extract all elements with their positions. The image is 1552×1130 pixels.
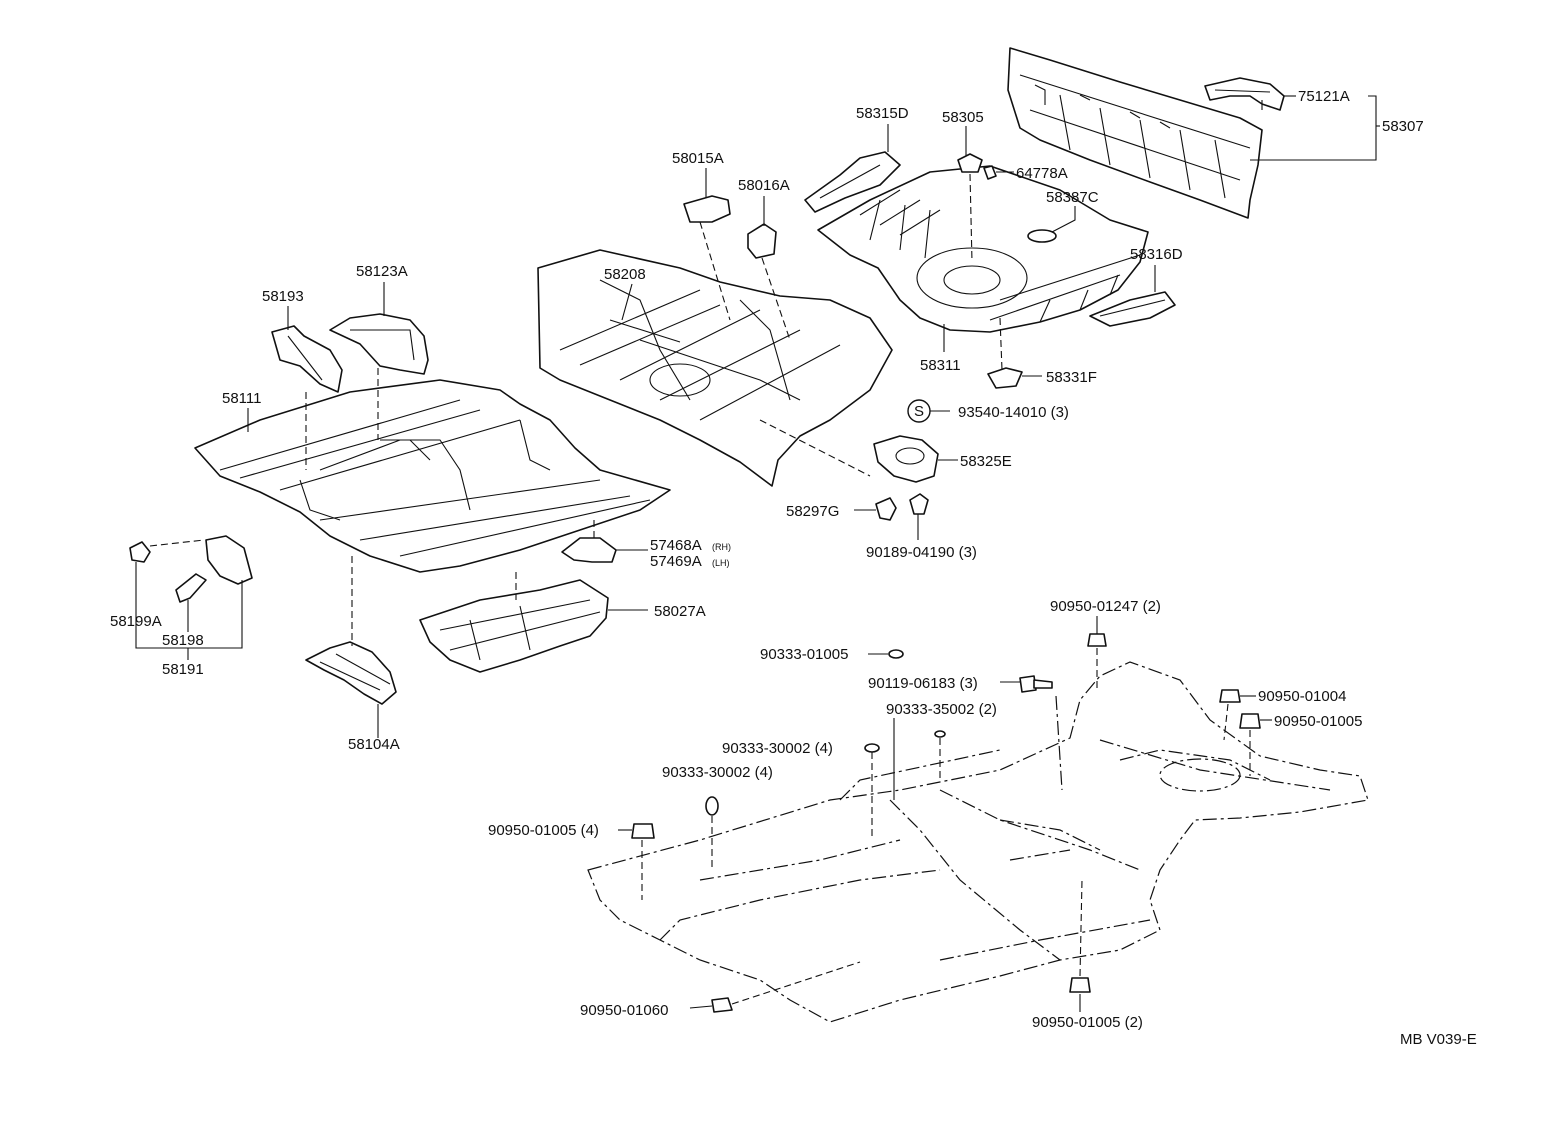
dash-58016A	[761, 257, 791, 341]
label-58123A: 58123A	[356, 263, 408, 280]
label-58307: 58307	[1382, 118, 1424, 135]
leader-58208	[621, 283, 633, 321]
label-57469A: 57469A	[650, 553, 702, 570]
bracket-58193	[271, 325, 343, 393]
dash-58331F	[999, 317, 1003, 371]
center-floor-58208	[537, 249, 893, 487]
label-90333-30002-a: 90333-30002 (4)	[722, 740, 833, 757]
washer-90333-01005	[888, 649, 904, 659]
plug-90950-01060	[711, 997, 733, 1013]
label-58104A: 58104A	[348, 736, 400, 753]
crossmember-58104A	[305, 641, 397, 705]
plug-90950-01005-4	[631, 823, 655, 839]
label-58325E: 58325E	[960, 453, 1012, 470]
leader-58387C	[1051, 206, 1076, 233]
s-mark: S	[907, 399, 931, 423]
plug-90950-01247	[1087, 633, 1107, 647]
rear-panel-58307	[1007, 47, 1263, 219]
label-90189-04190: 90189-04190 (3)	[866, 544, 977, 561]
label-90333-01005: 90333-01005	[760, 646, 848, 663]
bracket-58316D	[1089, 291, 1176, 327]
tunnel-brace-58027A	[419, 579, 609, 673]
label-58315D: 58315D	[856, 105, 909, 122]
washer-90333-30002-b	[705, 796, 719, 816]
label-90950-01005-4: 90950-01005 (4)	[488, 822, 599, 839]
leader-90950-01060	[689, 1005, 713, 1009]
label-58305: 58305	[942, 109, 984, 126]
label-58193: 58193	[262, 288, 304, 305]
bracket-58305	[957, 153, 983, 173]
dash-58305	[969, 173, 973, 263]
rear-floor-pan-58311	[817, 165, 1149, 333]
label-90119-06183: 90119-06183 (3)	[868, 675, 978, 692]
plug-64778A	[983, 165, 997, 180]
bracket-58015A	[683, 195, 731, 223]
plug-90950-01005-r	[1239, 713, 1261, 729]
leader-58307-bracket	[1250, 95, 1377, 161]
label-58297G: 58297G	[786, 503, 839, 520]
front-floor-58111	[194, 379, 671, 573]
label-90950-01005-2: 90950-01005 (2)	[1032, 1014, 1143, 1031]
plug-90950-01005-2	[1069, 977, 1091, 993]
dash-90950-01005-2	[1079, 879, 1083, 977]
bracket-58016A	[747, 223, 777, 259]
bracket-58315D	[804, 151, 901, 213]
label-58016A: 58016A	[738, 177, 790, 194]
clip-90189-04190	[909, 493, 929, 515]
reference-code: MB V039-E	[1400, 1031, 1477, 1048]
washer-90333-30002-a	[864, 743, 880, 753]
bracket-75121A	[1204, 77, 1285, 111]
label-58199A: 58199A	[110, 613, 162, 630]
bracket-58325E	[873, 435, 939, 483]
label-90950-01005-right: 90950-01005	[1274, 713, 1362, 730]
label-58027A: 58027A	[654, 603, 706, 620]
dash-90119	[1055, 695, 1063, 791]
label-58387C: 58387C	[1046, 189, 1099, 206]
label-58316D: 58316D	[1130, 246, 1183, 263]
jack-support-58191	[129, 535, 253, 603]
label-57468A: 57468A	[650, 537, 702, 554]
label-58015A: 58015A	[672, 150, 724, 167]
label-90950-01060: 90950-01060	[580, 1002, 668, 1019]
label-93540-14010: 93540-14010 (3)	[958, 404, 1069, 421]
label-58208: 58208	[604, 266, 646, 283]
label-90333-30002-b: 90333-30002 (4)	[662, 764, 773, 781]
plug-58387C	[1027, 229, 1057, 243]
bracket-58297G	[875, 497, 897, 521]
bracket-57468A-57469A	[561, 537, 617, 563]
label-90333-35002: 90333-35002 (2)	[886, 701, 997, 718]
bolt-90119-06183	[1019, 675, 1053, 693]
label-57468A-side: (RH)	[712, 542, 731, 552]
dash-90950-01004	[1223, 703, 1229, 741]
dash-58325E	[759, 419, 871, 477]
washer-90333-35002	[934, 730, 946, 738]
dash-58015A	[699, 221, 731, 321]
label-57469A-side: (LH)	[712, 558, 730, 568]
bracket-58123A	[329, 313, 429, 375]
label-64778A: 64778A	[1016, 165, 1068, 182]
plug-90950-01004	[1219, 689, 1241, 703]
label-58198: 58198	[162, 632, 204, 649]
label-75121A: 75121A	[1298, 88, 1350, 105]
leader-58191-bracket	[135, 562, 243, 649]
label-58331F: 58331F	[1046, 369, 1097, 386]
label-90950-01004: 90950-01004	[1258, 688, 1346, 705]
label-58191: 58191	[162, 661, 204, 678]
bracket-58331F	[987, 367, 1023, 389]
dash-90950-01060	[731, 961, 861, 1005]
label-58311: 58311	[920, 357, 961, 374]
s-mark-letter: S	[914, 403, 924, 420]
label-90950-01247: 90950-01247 (2)	[1050, 598, 1161, 615]
label-58111: 58111	[222, 390, 262, 407]
